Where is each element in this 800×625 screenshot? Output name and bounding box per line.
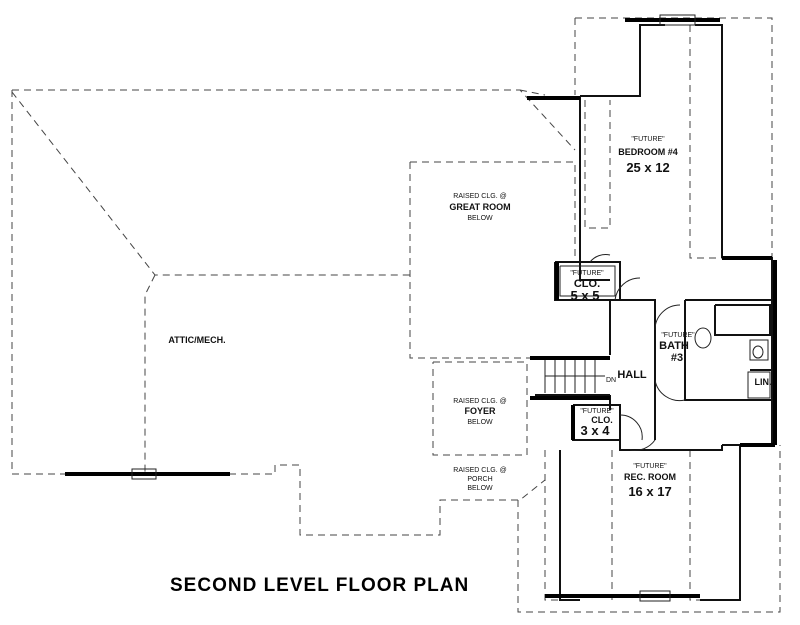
clo-upper-label: "FUTURE" CLO. 5 x 5 [570, 270, 604, 303]
bedroom4-status: "FUTURE" [631, 136, 665, 143]
plan-title: SECOND LEVEL FLOOR PLAN [170, 575, 469, 596]
bath3-name: BATH [659, 340, 689, 352]
bath3-status: "FUTURE" [661, 332, 695, 339]
foyer-below: BELOW [467, 419, 493, 426]
great-room-outline [409, 161, 576, 359]
porch-note: RAISED CLG. @ [453, 467, 506, 474]
stair-treads [544, 360, 605, 393]
exterior-heavy-walls [65, 14, 777, 602]
porch-label: RAISED CLG. @ PORCH BELOW [453, 467, 506, 492]
bedroom4-name: BEDROOM #4 [618, 147, 678, 157]
bedroom4-outline [574, 17, 773, 259]
porch-name: PORCH [467, 476, 492, 483]
door-swings [589, 254, 686, 451]
clo-lower-size: 3 x 4 [581, 423, 611, 438]
stair-dn-label: DN [606, 377, 616, 384]
linen-label: LIN. [755, 377, 772, 387]
porch-below: BELOW [467, 485, 493, 492]
great-room-below: BELOW [467, 215, 493, 222]
bath3-number: #3 [671, 352, 683, 364]
attic-label: ATTIC/MECH. [168, 335, 225, 345]
great-room-label: RAISED CLG. @ GREAT ROOM BELOW [449, 193, 510, 222]
clo-lower-name: CLO. [591, 415, 613, 425]
foyer-outline [432, 361, 528, 456]
great-room-name: GREAT ROOM [449, 202, 510, 212]
clo-upper-name: CLO. [574, 278, 600, 290]
bedroom4-size: 25 x 12 [626, 160, 669, 175]
clo-upper-size: 5 x 5 [571, 288, 600, 303]
clo-lower-label: "FUTURE" CLO. 3 x 4 [580, 408, 614, 438]
rec-room-size: 16 x 17 [628, 484, 671, 499]
bath-fixtures [694, 327, 771, 399]
bedroom4-label: "FUTURE" BEDROOM #4 25 x 12 [618, 136, 678, 175]
rec-room-name: REC. ROOM [624, 472, 676, 482]
bath3-label: "FUTURE" BATH #3 [659, 332, 695, 364]
hall-label: HALL [617, 369, 647, 381]
great-room-note: RAISED CLG. @ [453, 193, 506, 200]
rec-room-label: "FUTURE" REC. ROOM 16 x 17 [624, 463, 676, 499]
foyer-label: RAISED CLG. @ FOYER BELOW [453, 398, 506, 426]
foyer-name: FOYER [464, 406, 496, 416]
rec-room-status: "FUTURE" [633, 463, 667, 470]
foyer-note: RAISED CLG. @ [453, 398, 506, 405]
clo-lower-status: "FUTURE" [580, 408, 614, 415]
clo-upper-status: "FUTURE" [570, 270, 604, 277]
walls [535, 24, 773, 601]
